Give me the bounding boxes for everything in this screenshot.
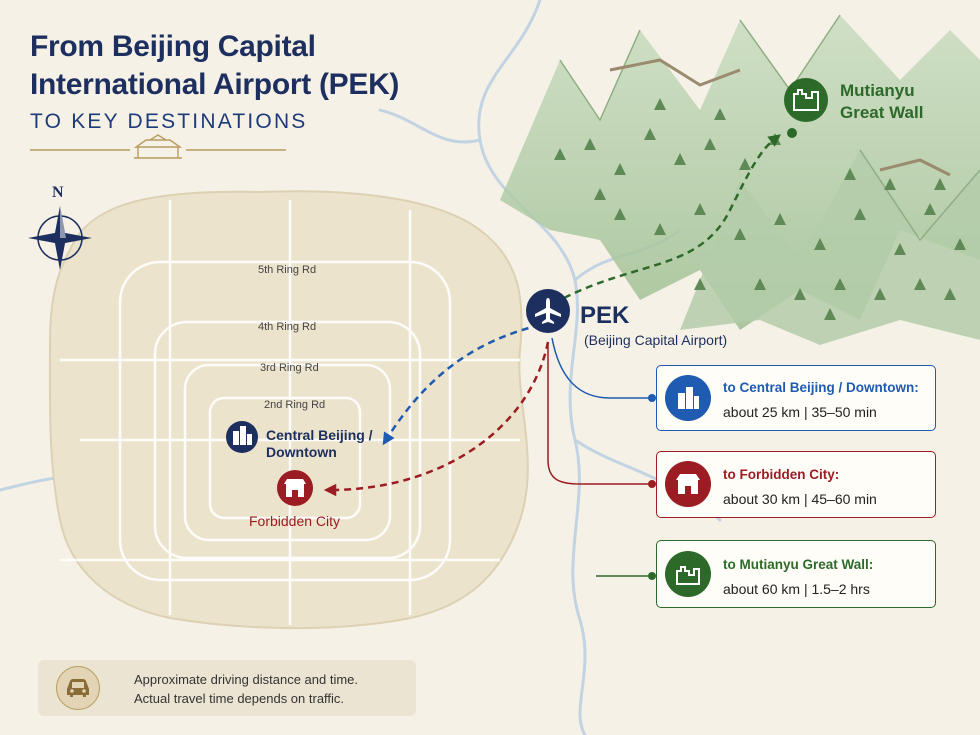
ring-label-2nd: 2nd Ring Rd bbox=[264, 399, 326, 411]
route-card-detail: about 60 km | 1.5–2 hrs bbox=[723, 581, 870, 597]
page-title: From Beijing Capital International Airpo… bbox=[30, 28, 399, 104]
tree bbox=[694, 278, 706, 290]
title-divider bbox=[30, 134, 286, 159]
tree bbox=[774, 213, 786, 225]
buildings-icon bbox=[665, 375, 711, 421]
tree bbox=[914, 278, 926, 290]
title-line-2: International Airport (PEK) bbox=[30, 68, 400, 101]
tree bbox=[754, 278, 766, 290]
great-wall-label-line-2: Great Wall bbox=[840, 103, 924, 122]
great-wall-icon bbox=[665, 551, 711, 597]
tree bbox=[794, 288, 806, 300]
ring-label-5th: 5th Ring Rd bbox=[258, 264, 317, 276]
great-wall-label: Mutianyu Great Wall bbox=[840, 80, 923, 124]
downtown-label-line-1: Central Beijing / bbox=[266, 427, 373, 443]
tree bbox=[674, 153, 686, 165]
tree bbox=[554, 148, 566, 160]
route-card-detail: about 25 km | 35–50 min bbox=[723, 404, 877, 420]
page-subtitle: TO KEY DESTINATIONS bbox=[30, 110, 308, 133]
compass-rose bbox=[28, 206, 92, 270]
travel-note: Approximate driving distance and time. A… bbox=[38, 660, 416, 716]
ring-label-4th: 4th Ring Rd bbox=[258, 321, 317, 333]
mountain-range bbox=[500, 14, 980, 345]
route-downtown bbox=[382, 323, 541, 446]
tree bbox=[614, 208, 626, 220]
route-card-downtown: to Central Beijing / Downtown: about 25 … bbox=[656, 365, 936, 431]
tree bbox=[844, 168, 856, 180]
leader-lines bbox=[547, 128, 797, 580]
tree bbox=[894, 243, 906, 255]
tree bbox=[714, 108, 726, 120]
downtown-label: Central Beijing / Downtown bbox=[266, 427, 373, 461]
pek-marker bbox=[526, 289, 570, 333]
forest bbox=[554, 98, 966, 320]
note-line-1: Approximate driving distance and time. bbox=[134, 672, 359, 687]
tree bbox=[694, 203, 706, 215]
tree bbox=[739, 158, 751, 170]
note-line-2: Actual travel time depends on traffic. bbox=[134, 691, 345, 706]
route-card-detail: about 30 km | 45–60 min bbox=[723, 491, 877, 507]
tree bbox=[934, 178, 946, 190]
tree bbox=[594, 188, 606, 200]
tree bbox=[614, 163, 626, 175]
great-wall-marker bbox=[784, 78, 828, 122]
airport-code: PEK bbox=[580, 302, 630, 329]
city-area bbox=[48, 190, 529, 630]
tree bbox=[924, 203, 936, 215]
tree bbox=[734, 228, 746, 240]
tree bbox=[654, 223, 666, 235]
route-card-title: to Mutianyu Great Wall: bbox=[723, 557, 874, 572]
palace-gate-icon bbox=[665, 461, 711, 507]
route-card-title: to Forbidden City: bbox=[723, 467, 840, 482]
route-card-forbidden-city: to Forbidden City: about 30 km | 45–60 m… bbox=[656, 451, 936, 518]
tree bbox=[874, 288, 886, 300]
compass-north-label: N bbox=[52, 184, 64, 201]
tree bbox=[704, 138, 716, 150]
ring-label-3rd: 3rd Ring Rd bbox=[260, 362, 319, 374]
tree bbox=[654, 98, 666, 110]
tree bbox=[944, 288, 956, 300]
forbidden-city-marker bbox=[277, 470, 313, 506]
tree bbox=[954, 238, 966, 250]
airport-name: (Beijing Capital Airport) bbox=[584, 332, 728, 348]
tree bbox=[884, 178, 896, 190]
tree bbox=[644, 128, 656, 140]
forbidden-city-label: Forbidden City bbox=[249, 513, 341, 529]
car-icon bbox=[56, 666, 100, 710]
tree bbox=[814, 238, 826, 250]
tree bbox=[824, 308, 836, 320]
title-line-1: From Beijing Capital bbox=[30, 30, 316, 63]
great-wall-label-line-1: Mutianyu bbox=[840, 81, 915, 100]
route-card-title: to Central Beijing / Downtown: bbox=[723, 380, 919, 395]
route-card-great-wall: to Mutianyu Great Wall: about 60 km | 1.… bbox=[656, 540, 936, 608]
tree bbox=[834, 278, 846, 290]
route-great-wall bbox=[563, 134, 781, 300]
tree bbox=[854, 208, 866, 220]
tree bbox=[584, 138, 596, 150]
downtown-label-line-2: Downtown bbox=[266, 444, 337, 460]
route-forbidden-city bbox=[323, 341, 550, 497]
routes bbox=[323, 134, 781, 497]
downtown-marker bbox=[226, 421, 258, 453]
